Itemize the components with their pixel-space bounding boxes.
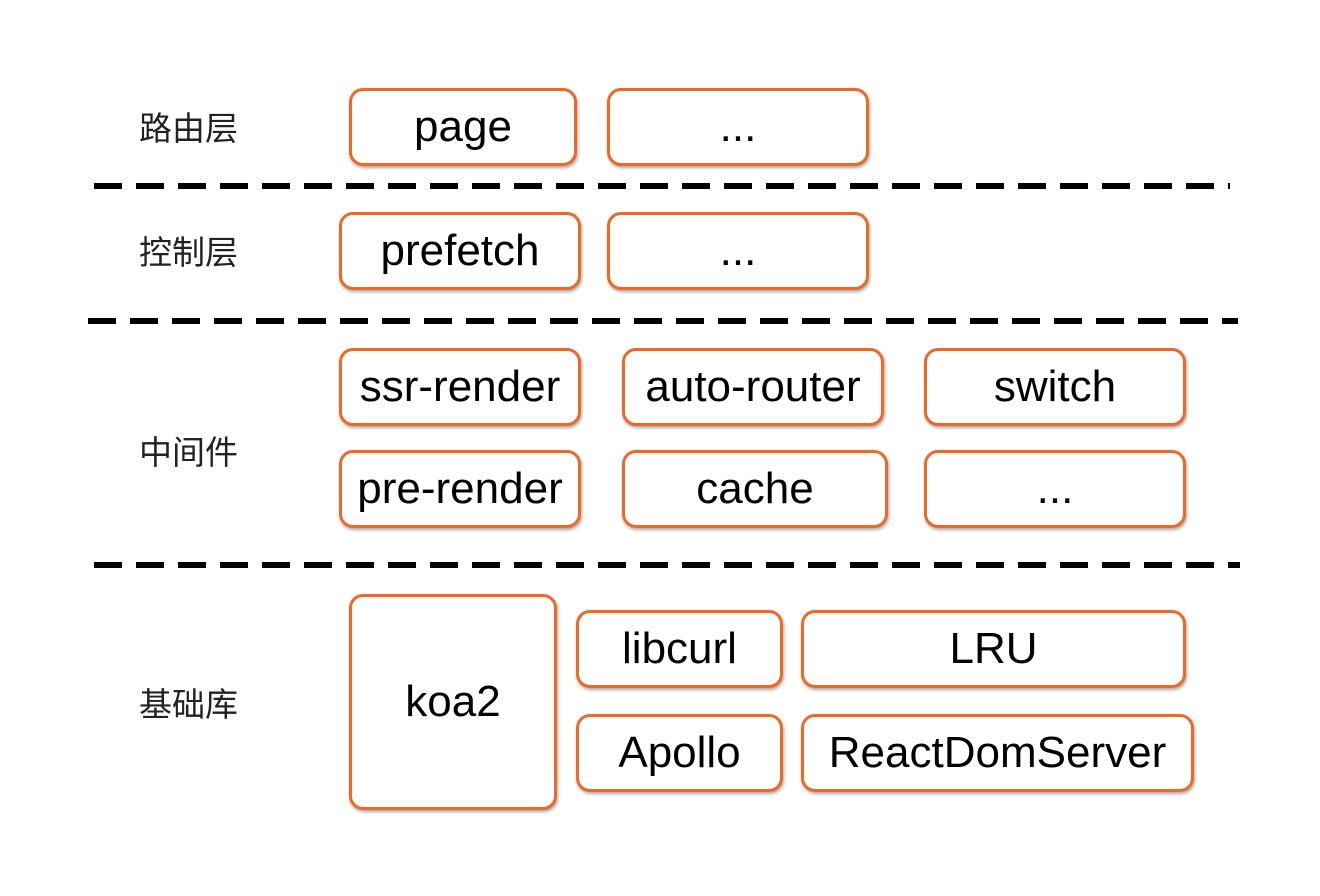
box-page: page <box>349 88 577 166</box>
divider-middleware-foundation <box>94 562 1240 568</box>
layer-label-middleware: 中间件 <box>139 433 238 472</box>
divider-routing-control <box>94 183 1230 189</box>
box-pre-render: pre-render <box>339 450 581 528</box>
layer-label-routing: 路由层 <box>139 109 238 148</box>
box-libcurl: libcurl <box>576 610 783 688</box>
box-ssr-render: ssr-render <box>339 348 581 426</box>
box-reactdomserver: ReactDomServer <box>801 714 1194 792</box>
box-control-more: ... <box>607 212 869 290</box>
divider-control-middleware <box>88 318 1238 324</box>
box-lru: LRU <box>801 610 1186 688</box>
box-koa2: koa2 <box>349 594 557 810</box>
box-apollo: Apollo <box>576 714 783 792</box>
box-auto-router: auto-router <box>622 348 884 426</box>
layer-label-control: 控制层 <box>139 233 238 272</box>
box-routing-more: ... <box>607 88 869 166</box>
box-cache: cache <box>622 450 888 528</box>
layer-label-foundation: 基础库 <box>139 685 238 724</box>
box-middleware-more: ... <box>924 450 1186 528</box>
box-prefetch: prefetch <box>339 212 581 290</box>
box-switch: switch <box>924 348 1186 426</box>
